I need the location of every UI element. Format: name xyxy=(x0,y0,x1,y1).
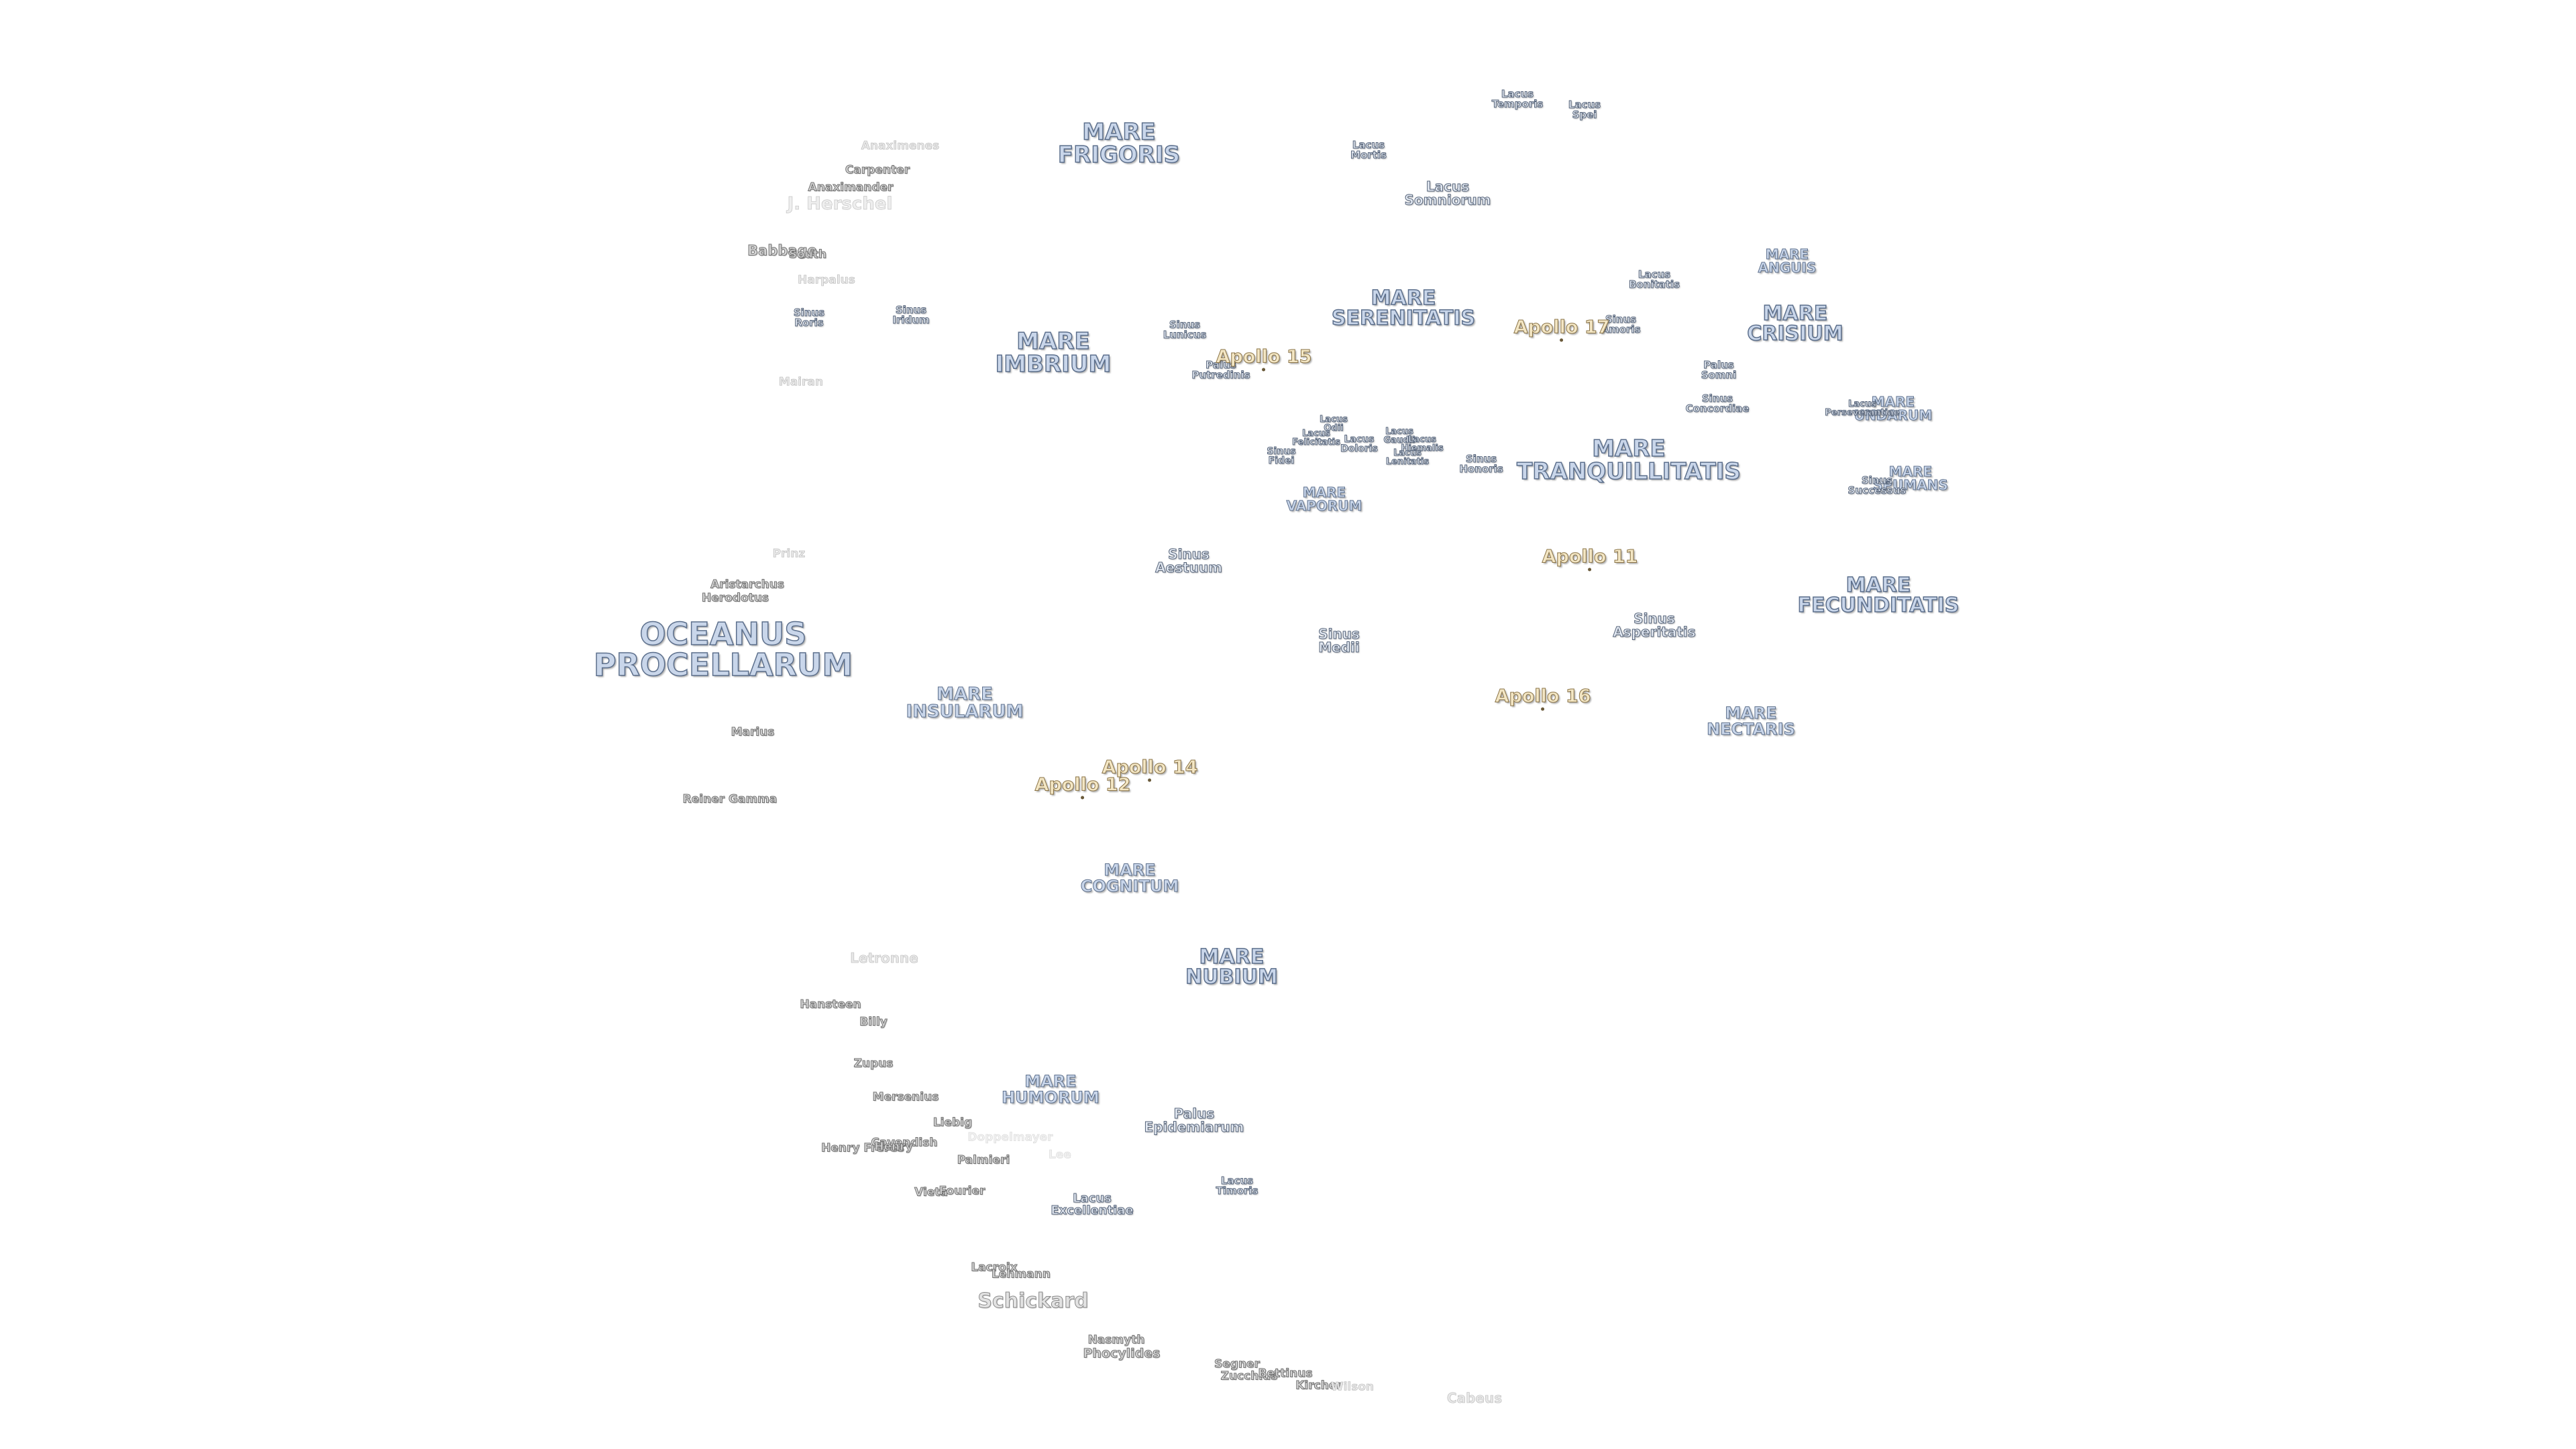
mare-insularum-label: MARE INSULARUM xyxy=(906,684,1024,722)
crater-cavendish-label: Cavendish xyxy=(871,1136,938,1150)
palus-somni-label: Palus Somni xyxy=(1701,359,1737,381)
sinus-amoris-label: Sinus Amoris xyxy=(1601,313,1641,335)
sinus-honoris-label: Sinus Honoris xyxy=(1459,453,1503,475)
crater-schickard-label: Schickard xyxy=(977,1289,1089,1313)
mare-cognitum-label: MARE COGNITUM xyxy=(1080,861,1179,896)
crater-fourier-label: Fourier xyxy=(938,1184,985,1198)
crater-south-label: South xyxy=(788,248,827,262)
lacus-bonitatis-label: Lacus Bonitatis xyxy=(1628,268,1680,290)
crater-billy-label: Billy xyxy=(859,1015,888,1029)
mare-spumans-label: MARE SPUMANS xyxy=(1873,464,1949,493)
crater-liebig-label: Liebig xyxy=(932,1116,973,1130)
sinus-asperitatis-label: Sinus Asperitatis xyxy=(1613,610,1696,640)
crater-aristarchus-label: Aristarchus xyxy=(710,578,785,592)
mare-nubium-label: MARE NUBIUM xyxy=(1185,945,1278,989)
sinus-lunicus-label: Sinus Lunicus xyxy=(1163,319,1207,341)
crater-hansteen-label: Hansteen xyxy=(800,998,861,1012)
apollo-12-label: Apollo 12 xyxy=(1034,774,1131,796)
lacus-spei-label: Lacus Spei xyxy=(1568,99,1601,121)
crater-mersenius-label: Mersenius xyxy=(872,1090,939,1104)
crater-mairan-label: Mairan xyxy=(778,375,824,389)
lacus-perseverantiae-label: Lacus Perseverantiae xyxy=(1825,399,1900,418)
crater-prinz-label: Prinz xyxy=(772,547,806,561)
lacus-excellentiae-label: Lacus Excellentiae xyxy=(1051,1191,1134,1218)
crater-lehmann-label: Lehmann xyxy=(991,1267,1051,1281)
lacus-timoris-label: Lacus Timoris xyxy=(1216,1175,1258,1197)
mare-serenitatis-label: MARE SERENITATIS xyxy=(1331,286,1476,330)
crater-nasmyth-label: Nasmyth xyxy=(1087,1333,1145,1347)
crater-segner-label: Segner xyxy=(1214,1357,1260,1371)
palus-epidemiarum-label: Palus Epidemiarum xyxy=(1144,1106,1244,1135)
apollo-11-label: Apollo 11 xyxy=(1542,546,1638,568)
mare-frigoris-label: MARE FRIGORIS xyxy=(1057,119,1181,168)
crater-anaximander-label: Anaximander xyxy=(808,180,894,195)
crater-henry-label: Henry xyxy=(874,1140,913,1154)
mare-undarum-label: MARE UNDARUM xyxy=(1854,394,1933,423)
crater-carpenter-label: Carpenter xyxy=(845,163,910,177)
lacus-odii-label: Lacus Odii xyxy=(1320,415,1348,433)
sinus-concordiae-label: Sinus Concordiae xyxy=(1685,392,1750,415)
crater-babbage-label: Babbage xyxy=(747,242,818,259)
sinus-successus-label: Sinus Successus xyxy=(1847,474,1907,496)
sinus-medii-label: Sinus Medii xyxy=(1318,626,1360,655)
mare-anguis-label: MARE ANGUIS xyxy=(1758,246,1817,276)
crater-vieta-label: Vieta xyxy=(914,1185,949,1199)
sinus-fidei-label: Sinus Fidei xyxy=(1267,446,1296,466)
crater-herodotus-label: Herodotus xyxy=(701,591,769,605)
oceanus-procellarum-label: OCEANUS PROCELLARUM xyxy=(593,616,853,683)
lacus-hiemalis-label: Lacus Hiemalis xyxy=(1401,435,1444,453)
crater-marius-label: Marius xyxy=(731,725,775,739)
crater-letronne-label: Letronne xyxy=(850,950,918,966)
crater-bettinus-label: Bettinus xyxy=(1258,1366,1313,1381)
lacus-gaudii-label: Lacus Gaudii xyxy=(1383,427,1415,445)
mare-vaporum-label: MARE VAPORUM xyxy=(1286,484,1362,514)
crater-anaximenes-label: Anaximenes xyxy=(861,139,940,153)
crater-phocylides-label: Phocylides xyxy=(1083,1346,1161,1361)
mare-tranquillitatis-label: MARE TRANQUILLITATIS xyxy=(1516,435,1741,485)
crater-reiner-gamma-label: Reiner Gamma xyxy=(682,792,777,806)
sinus-aestuum-label: Sinus Aestuum xyxy=(1155,546,1223,576)
mare-nectaris-label: MARE NECTARIS xyxy=(1707,704,1796,739)
lacus-temporis-label: Lacus Temporis xyxy=(1491,88,1544,110)
lacus-lenitatis-label: Lacus Lenitatis xyxy=(1385,448,1430,467)
mare-crisium-label: MARE CRISIUM xyxy=(1747,302,1844,345)
crater-henry-freres-label: Henry Frères xyxy=(821,1141,905,1155)
sinus-iridum-label: Sinus Iridum xyxy=(892,304,930,326)
apollo-16-label: Apollo 16 xyxy=(1495,686,1591,707)
lacus-somniorum-label: Lacus Somniorum xyxy=(1404,178,1491,208)
crater-wilson-label: Wilson xyxy=(1330,1380,1375,1394)
crater-palmieri-label: Palmieri xyxy=(957,1153,1010,1167)
crater-zupus-label: Zupus xyxy=(853,1057,894,1071)
mare-fecunditatis-label: MARE FECUNDITATIS xyxy=(1797,574,1960,617)
lacus-doloris-label: Lacus Doloris xyxy=(1340,434,1379,454)
crater-j-herschel-label: J. Herschel xyxy=(787,194,893,214)
mare-humorum-label: MARE HUMORUM xyxy=(1002,1072,1100,1107)
apollo-15-label: Apollo 15 xyxy=(1216,346,1312,368)
apollo-14-label: Apollo 14 xyxy=(1102,757,1198,778)
lacus-mortis-label: Lacus Mortis xyxy=(1350,139,1387,161)
crater-doppelmayer-label: Doppelmayer xyxy=(967,1130,1053,1144)
crater-kircher-label: Kircher xyxy=(1295,1379,1342,1393)
crater-lee-label: Lee xyxy=(1049,1148,1071,1162)
sinus-roris-label: Sinus Roris xyxy=(793,307,825,329)
crater-zucchius-label: Zucchius xyxy=(1220,1369,1278,1383)
crater-harpalus-label: Harpalus xyxy=(798,273,855,287)
crater-lacroix-label: Lacroix xyxy=(971,1260,1018,1275)
crater-cabeus-label: Cabeus xyxy=(1446,1390,1503,1406)
lacus-felicitatis-label: Lacus Felicitatis xyxy=(1292,429,1341,447)
mare-imbrium-label: MARE IMBRIUM xyxy=(995,328,1112,378)
apollo-17-label: Apollo 17 xyxy=(1513,317,1610,338)
